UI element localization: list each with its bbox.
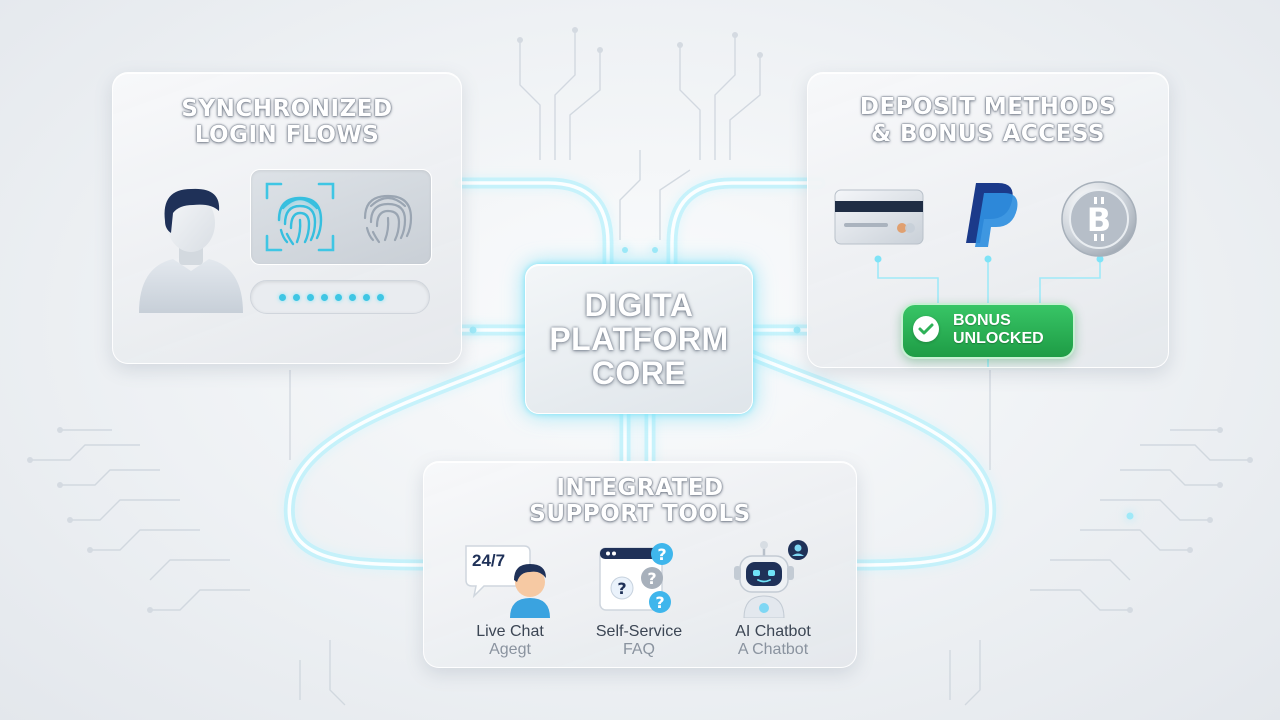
tool-label-live-chat: Live Chat bbox=[476, 623, 544, 640]
check-icon bbox=[913, 316, 939, 342]
support-title-line1: INTEGRATED bbox=[556, 475, 724, 501]
tool-label-self-service: Self-Service bbox=[595, 623, 683, 640]
support-badge-247: 24/7 bbox=[472, 551, 506, 570]
password-dot bbox=[349, 294, 356, 301]
paypal-icon[interactable] bbox=[962, 179, 1022, 249]
support-title-line2: SUPPORT TOOLS bbox=[529, 501, 751, 527]
deposit-title-line2: & BONUS ACCESS bbox=[870, 121, 1105, 147]
live-chat-agent-icon bbox=[465, 545, 550, 618]
svg-text:B: B bbox=[1087, 201, 1111, 239]
password-dot bbox=[279, 294, 286, 301]
bonus-line1: BONUS bbox=[953, 312, 1011, 329]
password-dot bbox=[321, 294, 328, 301]
platform-core-panel: DIGITA PLATFORM CORE bbox=[525, 264, 753, 414]
bitcoin-icon[interactable]: B bbox=[1060, 180, 1138, 258]
tool-label-ai-chatbot: AI Chatbot bbox=[735, 623, 811, 640]
bonus-line2: UNLOCKED bbox=[953, 330, 1044, 347]
login-flows-panel: SYNCHRONIZED LOGIN FLOWS bbox=[112, 72, 462, 364]
tool-sublabel-live-chat: Agegt bbox=[489, 641, 531, 658]
robot-icon[interactable] bbox=[732, 538, 816, 618]
core-line3: CORE bbox=[591, 355, 687, 391]
credit-card-icon[interactable] bbox=[834, 189, 924, 245]
core-line1: DIGITA bbox=[584, 287, 694, 323]
password-dot bbox=[363, 294, 370, 301]
bonus-unlocked-badge[interactable]: BONUS UNLOCKED bbox=[901, 303, 1075, 359]
login-title-line2: LOGIN FLOWS bbox=[194, 122, 380, 148]
circuit-nodes bbox=[27, 27, 1253, 613]
password-dot bbox=[377, 294, 384, 301]
password-dot bbox=[293, 294, 300, 301]
svg-text:?: ? bbox=[657, 545, 666, 564]
svg-text:?: ? bbox=[647, 569, 656, 588]
fingerprint-scan-icon bbox=[265, 182, 335, 252]
deposit-title-line1: DEPOSIT METHODS bbox=[859, 94, 1117, 120]
glow-connections bbox=[283, 177, 997, 571]
fingerprint-icon bbox=[363, 194, 413, 244]
svg-text:?: ? bbox=[617, 579, 626, 598]
deposit-methods-panel: DEPOSIT METHODS & BONUS ACCESS B bbox=[807, 72, 1169, 368]
faq-window-icon[interactable]: ? ? ? ? bbox=[598, 542, 682, 616]
svg-text:?: ? bbox=[655, 593, 664, 612]
password-dot bbox=[307, 294, 314, 301]
login-title-line1: SYNCHRONIZED bbox=[181, 96, 393, 122]
password-dot bbox=[335, 294, 342, 301]
connection-nodes bbox=[469, 247, 1134, 520]
core-line2: PLATFORM bbox=[549, 321, 729, 357]
tool-sublabel-ai-chatbot: A Chatbot bbox=[737, 641, 809, 658]
user-avatar-icon bbox=[139, 188, 243, 313]
support-tools-panel: INTEGRATED SUPPORT TOOLS 24/7 Live Chat … bbox=[423, 461, 857, 668]
password-field[interactable] bbox=[250, 280, 430, 314]
tool-sublabel-self-service: FAQ bbox=[622, 641, 655, 658]
circuit-traces bbox=[30, 30, 1250, 706]
fingerprint-panel bbox=[250, 169, 432, 265]
